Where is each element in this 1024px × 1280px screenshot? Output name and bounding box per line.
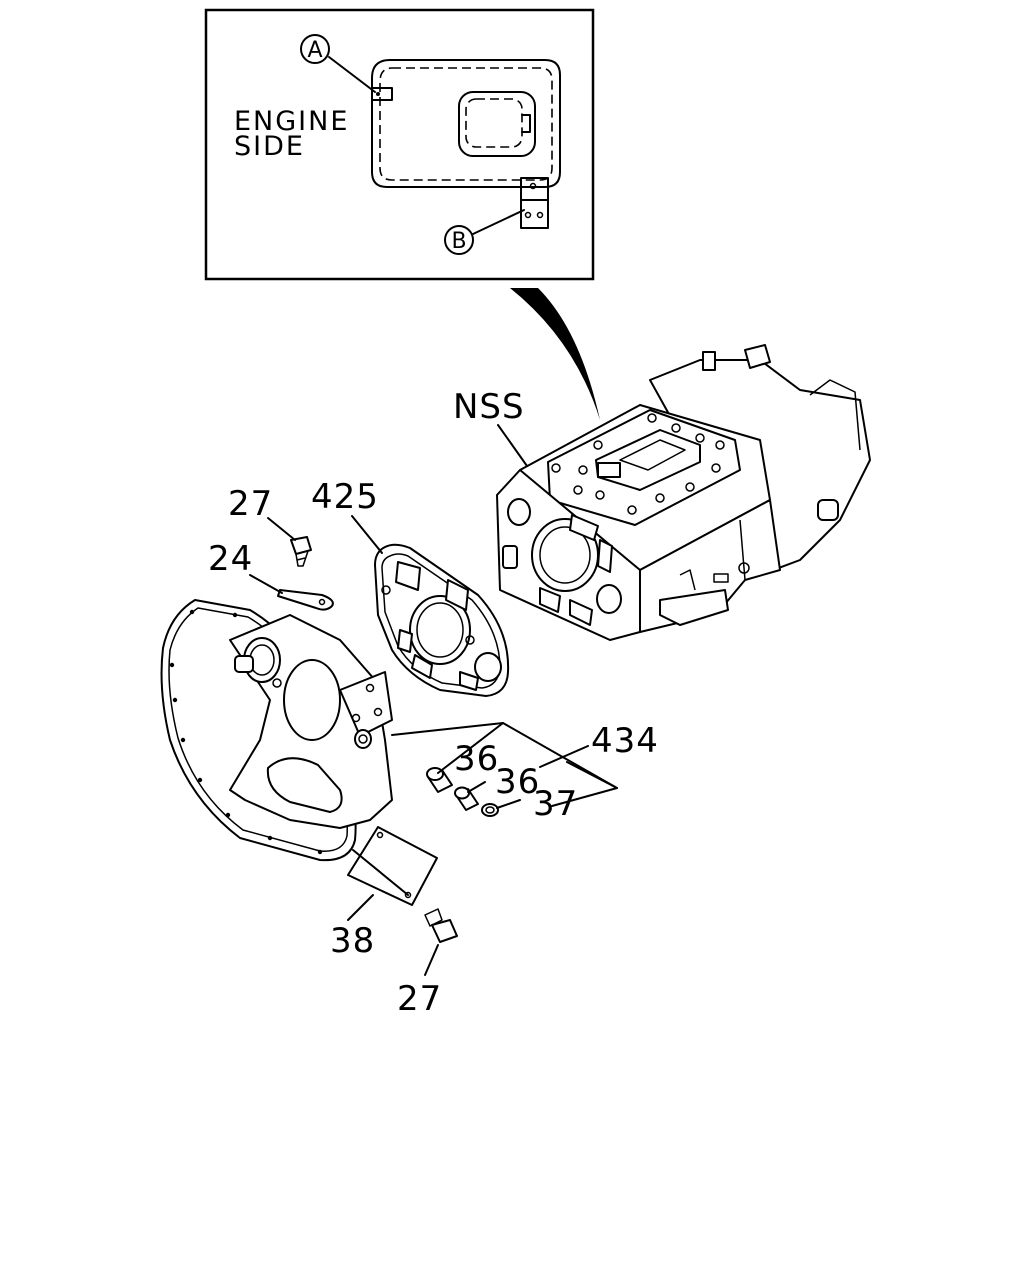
- label-38: 38: [330, 921, 375, 961]
- inset-title-line1: ENGINE: [234, 106, 349, 137]
- transmission-assembly: [496, 344, 871, 641]
- cover-38: [347, 826, 438, 906]
- inset-panel: ENGINE SIDE A B: [204, 8, 595, 281]
- bolt-27-top: [290, 536, 312, 567]
- dowel-36-b: [454, 786, 479, 811]
- label-37: 37: [533, 784, 578, 824]
- callout-b-label: B: [451, 229, 466, 254]
- leader-lines: [249, 424, 618, 976]
- label-nss: NSS: [453, 387, 525, 427]
- inset-title-line2: SIDE: [234, 131, 305, 162]
- bolt-27-bottom: [424, 908, 458, 943]
- label-27-top: 27: [228, 484, 273, 524]
- label-27-bottom: 27: [397, 979, 442, 1019]
- label-36-a: 36: [454, 739, 499, 779]
- label-36-b: 36: [495, 762, 540, 802]
- callout-a-label: A: [307, 38, 322, 63]
- label-434: 434: [591, 721, 659, 761]
- washer-37: [481, 803, 499, 817]
- label-24: 24: [208, 539, 253, 579]
- inset-pointer: [510, 288, 600, 420]
- clutch-housing: [160, 599, 393, 862]
- label-425: 425: [311, 477, 379, 517]
- gasket-425: [374, 543, 510, 697]
- plate-24: [277, 589, 334, 611]
